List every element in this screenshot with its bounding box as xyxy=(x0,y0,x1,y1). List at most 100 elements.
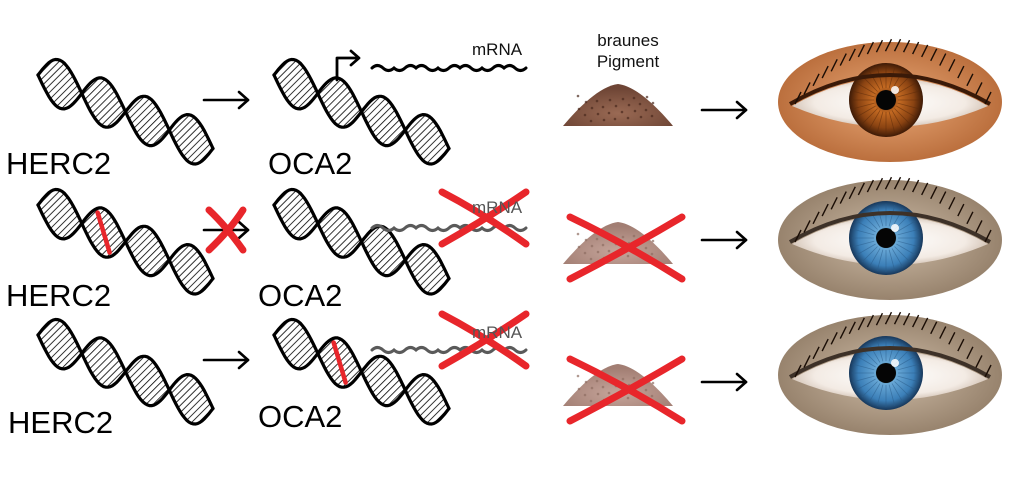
pigment-grain xyxy=(583,251,587,255)
pigment-heap xyxy=(563,84,673,126)
pigment-grain xyxy=(589,119,593,123)
row1-eye xyxy=(778,38,1002,162)
eyelash xyxy=(884,176,893,190)
eyelash xyxy=(948,59,956,72)
eyelash xyxy=(884,38,893,52)
cross-stroke xyxy=(438,310,530,370)
row3-result-arrow xyxy=(700,372,748,392)
eyelash xyxy=(939,326,947,339)
eyelash xyxy=(957,338,965,352)
iris-fiber xyxy=(861,108,878,125)
eye-upper-lid xyxy=(788,211,992,244)
pigment-grain xyxy=(595,237,599,241)
pigment-grain xyxy=(644,246,648,250)
pigment-title: braunes Pigment xyxy=(578,30,678,72)
pigment-grain xyxy=(621,97,625,101)
iris-fiber xyxy=(868,70,881,90)
eyelash xyxy=(921,44,929,58)
row1-result-arrow xyxy=(700,100,748,120)
eyelash xyxy=(821,338,829,352)
eyelash xyxy=(830,332,838,345)
tss-line xyxy=(335,56,360,82)
cross-stroke xyxy=(566,213,686,283)
row1-dna-herc2 xyxy=(36,57,215,166)
pigment-grain xyxy=(644,388,648,392)
iris-fiber xyxy=(888,249,896,271)
eyelash xyxy=(939,53,947,66)
pigment-grain xyxy=(576,374,580,378)
iris-fiber xyxy=(876,67,884,89)
eyelash xyxy=(821,65,829,79)
cross-stroke xyxy=(205,206,247,254)
iris-fiber xyxy=(853,102,875,110)
eye-pupil xyxy=(876,228,896,248)
eyelash xyxy=(821,203,829,217)
pigment-grain xyxy=(627,103,631,107)
pigment-grain xyxy=(595,99,599,103)
row3-dna-herc2 xyxy=(36,317,215,426)
iris-fiber xyxy=(861,246,878,263)
iris-fiber xyxy=(868,248,881,268)
eyelash xyxy=(975,355,983,368)
iris-fiber xyxy=(896,82,916,95)
pigment-grain xyxy=(583,393,587,397)
iris-fiber xyxy=(868,343,881,363)
pigment-grain xyxy=(596,112,600,116)
iris-fiber xyxy=(888,67,896,89)
eyelash xyxy=(803,220,811,233)
arrow-head xyxy=(735,372,748,392)
iris-fiber xyxy=(894,381,911,398)
pigment-grain xyxy=(589,399,593,403)
iris-fiber xyxy=(891,248,904,268)
eyelash xyxy=(893,311,902,325)
eyelash xyxy=(875,312,884,326)
eyelash xyxy=(984,364,992,378)
pigment-grain xyxy=(650,252,654,256)
iris-fiber xyxy=(888,340,896,362)
eyelash xyxy=(984,229,992,243)
dna-strand xyxy=(36,187,215,296)
iris-fiber xyxy=(853,363,875,371)
iris-fiber xyxy=(876,111,884,133)
arrow-head xyxy=(237,90,250,110)
iris-fiber xyxy=(856,355,876,368)
pigment-grain xyxy=(595,379,599,383)
eyelash xyxy=(848,48,856,62)
iris-fiber xyxy=(868,208,881,228)
iris-fiber xyxy=(876,384,884,406)
eyelash xyxy=(911,179,920,193)
pigment-grain xyxy=(584,380,588,384)
eyelash xyxy=(911,314,920,328)
dna-strand xyxy=(36,57,215,166)
eyelash xyxy=(812,73,820,87)
pigment-grain xyxy=(590,106,594,110)
pigment-grain xyxy=(589,257,593,261)
eyelash xyxy=(848,186,856,200)
eyelash xyxy=(839,326,847,339)
eyelash xyxy=(957,203,965,217)
eyelash xyxy=(966,211,974,225)
cross-stroke xyxy=(438,188,530,248)
row2-dna-oca2 xyxy=(272,187,451,296)
eyelash xyxy=(857,317,865,331)
row3-mrna-cross xyxy=(438,310,530,370)
pigment-grain xyxy=(614,104,618,108)
pigment-grain xyxy=(650,114,654,118)
row2-pigment-cross xyxy=(566,213,686,283)
arrow-head xyxy=(735,230,748,250)
pigment-grain xyxy=(577,245,581,249)
eye-highlight xyxy=(891,224,899,232)
pigment-grain xyxy=(607,111,611,115)
eyelash xyxy=(930,186,938,200)
pigment-title-line1: braunes xyxy=(597,31,659,50)
eyelash xyxy=(812,211,820,225)
row3-mrna-label: mRNA xyxy=(472,323,523,342)
eyelash xyxy=(830,59,838,72)
arrow-head xyxy=(735,100,748,120)
row2-mrna-cross xyxy=(438,188,530,248)
mutation-mark xyxy=(331,340,348,385)
eyelash xyxy=(857,44,865,58)
eyelash xyxy=(975,82,983,95)
eyelash xyxy=(902,177,911,191)
